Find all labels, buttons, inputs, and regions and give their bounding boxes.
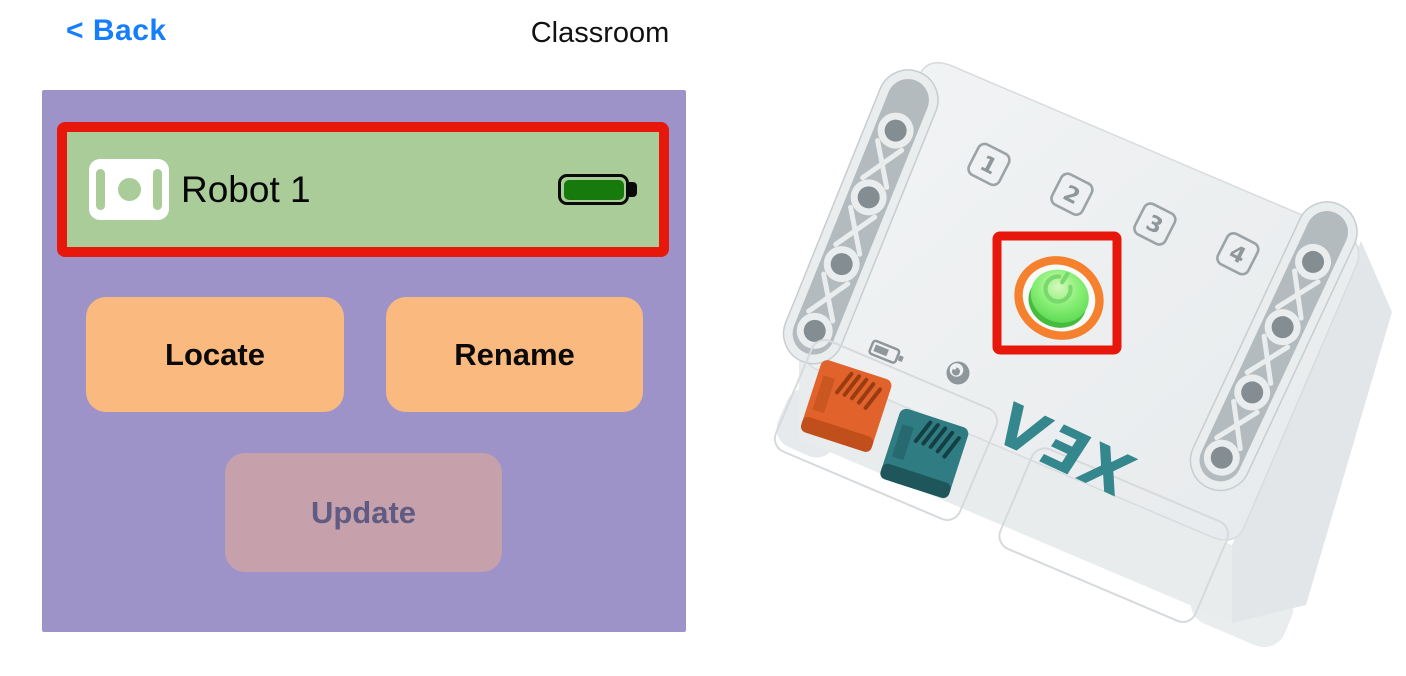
rename-button[interactable]: Rename (386, 297, 643, 412)
power-button-highlight-outline (992, 231, 1122, 355)
robot-name: Robot 1 (181, 169, 311, 210)
page-title: Classroom (530, 17, 670, 49)
update-button[interactable]: Update (225, 453, 502, 572)
blank-bezel-panel (998, 447, 1230, 623)
teal-port (880, 408, 969, 499)
robot-row[interactable]: Robot 1 (67, 132, 659, 247)
eye-icon (946, 361, 970, 385)
power-glyph (1043, 271, 1073, 304)
back-button[interactable]: < Back (66, 14, 167, 47)
robot-row-highlight-outline[interactable]: Robot 1 (57, 122, 669, 257)
right-pin-beam (1189, 201, 1358, 492)
brain-right-face (1232, 241, 1392, 623)
robot-brain-icon (89, 159, 169, 220)
port-bezel-panel (773, 339, 999, 521)
battery-full-icon (558, 174, 637, 205)
device-panel: Robot 1 Locate Rename Update (42, 90, 686, 632)
vex-brain-illustration: 1 2 3 4 VƎX (773, 61, 1392, 648)
battery-indicator-icon (868, 339, 904, 364)
power-button-icon (1014, 256, 1104, 340)
robot-brain-button-dot (118, 178, 141, 201)
locate-button[interactable]: Locate (86, 297, 344, 412)
orange-port (800, 360, 892, 452)
battery-fill (563, 179, 624, 200)
